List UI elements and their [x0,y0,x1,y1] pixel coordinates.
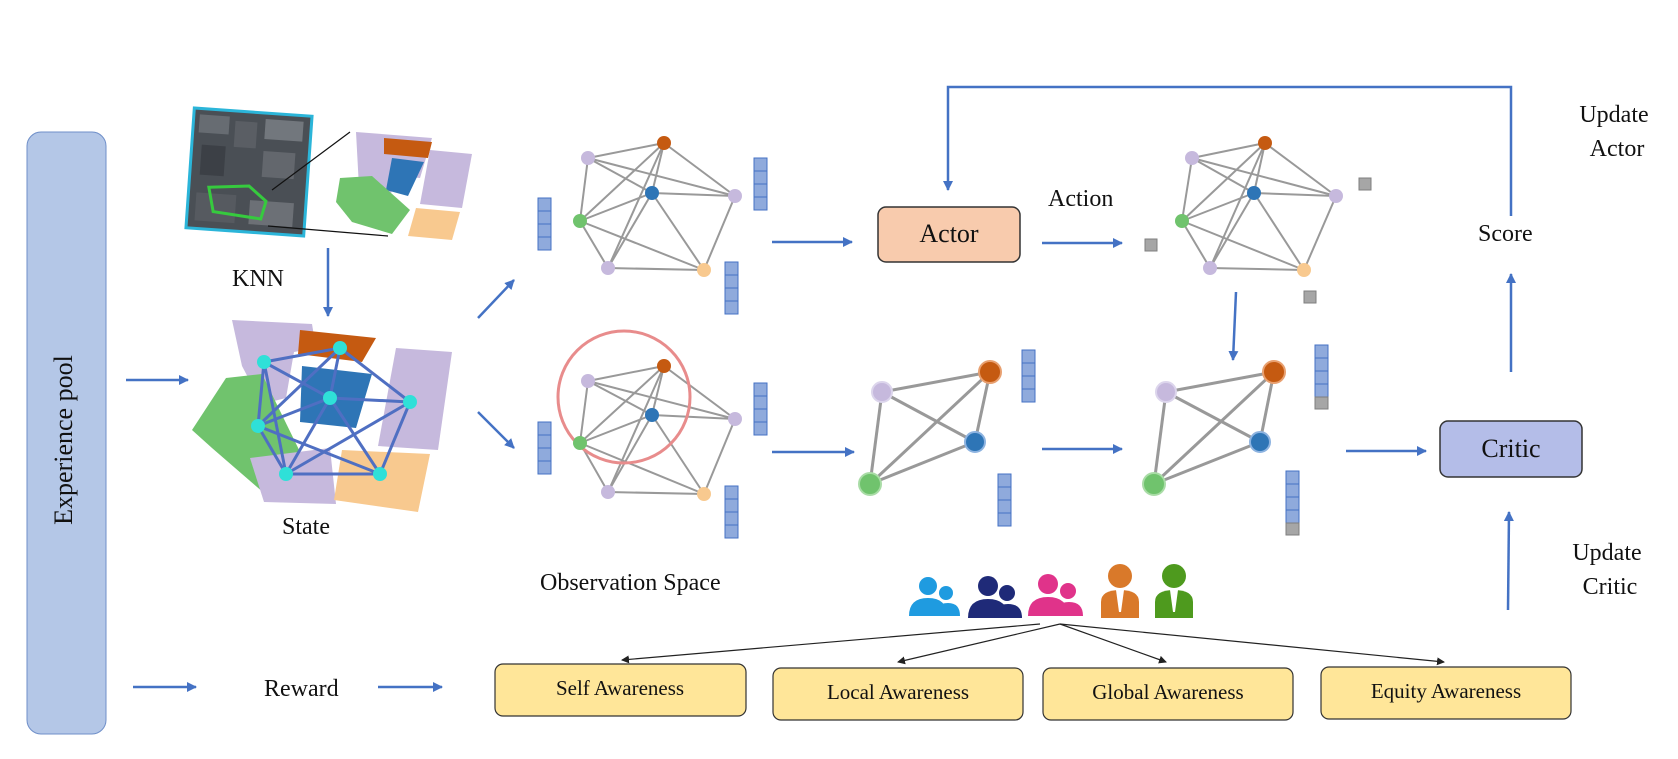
awareness-label-equity: Equity Awareness [1371,679,1521,703]
update-actor-label-text-line2: Actor [1590,136,1645,162]
actor-label: Actor [919,219,979,248]
agent-person-green-icon [1155,564,1193,618]
agent-icons [909,564,1193,618]
state-graph [192,320,452,512]
awareness-box-equity[interactable]: Equity Awareness [1320,666,1572,720]
agent-group-navy-icon [968,576,1022,618]
updated-subgraph [1142,344,1329,536]
update-actor-label-text: Update [1579,102,1648,128]
awareness-label-self: Self Awareness [556,676,684,700]
experience-pool-label: Experience pool [49,355,78,525]
reward-to-critic-arrow [1503,511,1514,611]
awareness-box-local[interactable]: Local Awareness [772,667,1024,721]
agent-group-lightblue-icon [909,577,960,616]
reward-label: Reward [264,676,339,702]
action-to-subgraph-arrow [1228,291,1239,361]
knn-label: KNN [232,266,284,292]
state-to-obs-bottom-arrow [477,411,515,449]
awareness-box-self[interactable]: Self Awareness [494,663,747,717]
neighborhood-circle [556,329,692,465]
awareness-label-local: Local Awareness [827,680,969,704]
score-label: Score [1478,221,1533,247]
state-label: State [282,514,330,540]
critic-label: Critic [1481,434,1540,463]
observation-space-label: Observation Space [540,570,721,596]
update-actor-label: Update Actor [1579,102,1654,162]
satellite-map-thumbnail [184,106,389,238]
experience-pool: Experience pool [26,131,107,735]
update-critic-label-text-line2: Critic [1583,574,1638,600]
critic-box[interactable]: Critic [1439,420,1583,478]
awareness-box-global[interactable]: Global Awareness [1042,667,1294,721]
zoomed-parcel-map [336,132,472,240]
update-critic-label-text: Update [1572,540,1641,566]
action-graph [1144,136,1372,304]
action-label: Action [1048,186,1113,212]
observation-graph-bottom [537,329,768,539]
actor-box[interactable]: Actor [877,206,1021,263]
update-critic-label: Update Critic [1572,540,1647,600]
agent-to-awareness-arrows [621,623,1445,666]
state-to-obs-top-arrow [477,279,515,319]
agent-group-magenta-icon [1028,574,1083,616]
awareness-label-global: Global Awareness [1092,680,1243,704]
update-actor-loop-arrow [943,85,1513,216]
agent-person-orange-icon [1101,564,1139,618]
observation-subgraph [858,349,1036,527]
observation-graph-top [537,136,768,315]
